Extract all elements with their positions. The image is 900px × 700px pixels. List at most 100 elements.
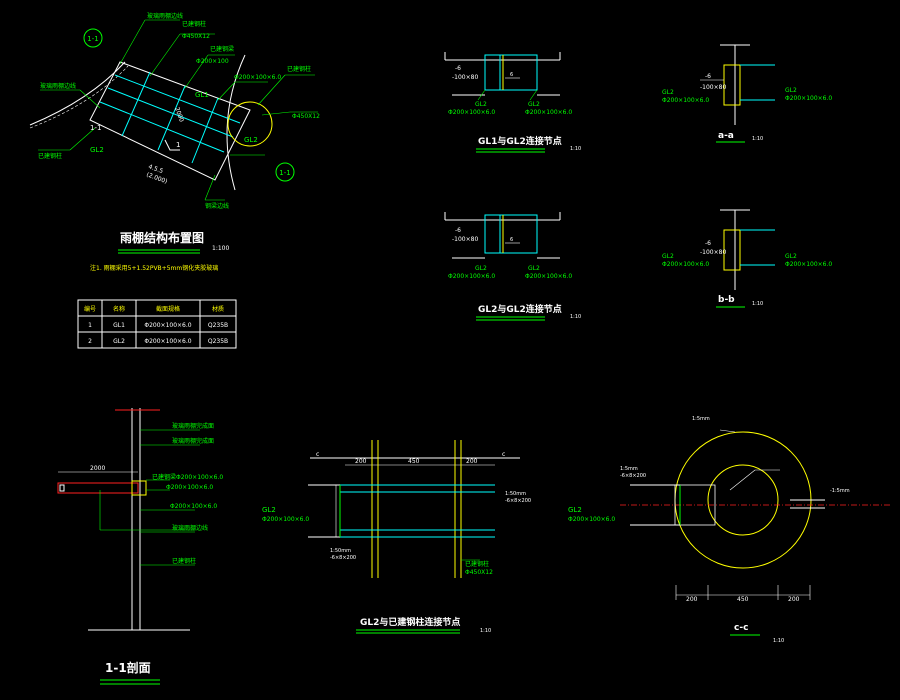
s11-label-e: Φ200×100×6.0 (170, 503, 217, 510)
plan-label-12: 玻璃雨棚边线 (40, 82, 76, 90)
detail2-gl2-right: GL2 (528, 265, 540, 272)
s11-label-g: 已建钢柱 (172, 557, 196, 565)
cd-title: GL2与已建钢柱连接节点 (360, 616, 460, 628)
grid-bubble-top (83, 28, 103, 48)
detail2-title: GL2与GL2连接节点 (478, 303, 562, 315)
cc-title: c-c (734, 623, 748, 633)
section-cc: 1:5mm GL2 Φ200×100×6.0 1:5mm -6×8×200 -1… (568, 416, 890, 644)
cc-dim-mid: 450 (737, 596, 749, 603)
table-cell-1-3: Q235B (208, 338, 228, 345)
s11-label-d: Φ200×100×6.0 (166, 484, 213, 491)
cd-n2: -6×8×200 (505, 498, 531, 504)
detail2-gl2-right-sec: Φ200×100×6.0 (525, 273, 572, 280)
cd-gl2: GL2 (262, 506, 276, 514)
cd-n4: -6×8×200 (330, 555, 356, 561)
plan-dim-2000: 2000 (173, 106, 185, 123)
plan-label-1: 玻璃雨棚边线 (147, 12, 183, 20)
plan-section-mark-text: 1 (176, 141, 180, 149)
cd-n5: 已建钢柱 (465, 560, 489, 568)
plan-scale: 1:100 (212, 245, 229, 252)
table-header-0: 编号 (84, 305, 96, 313)
detail2-beam (484, 214, 538, 254)
table-cell-0-1: GL1 (113, 322, 125, 329)
bb-gl2-sec: Φ200×100×6.0 (662, 261, 709, 268)
cc-gl2: GL2 (568, 506, 582, 514)
plan-label-5: Φ200×100 (196, 58, 229, 65)
plan-note: 注1. 雨棚采用5+1.52PVB+5mm钢化夹胶玻璃 (90, 264, 218, 272)
plan-view: 1-1 1-1 1 玻璃雨棚边线 已建钢柱 Φ450X12 已建钢梁 Φ200×… (29, 12, 320, 272)
detail1-gl2-right-sec: Φ200×100×6.0 (525, 109, 572, 116)
plan-label-7: 已建钢柱 (287, 65, 311, 73)
plan-beam-1 (114, 74, 241, 124)
plan-edge-curve-3 (226, 54, 246, 191)
plan-beam-5 (157, 85, 186, 151)
detail1-weld: 6 (510, 72, 513, 78)
plan-label-13: 已建钢柱 (38, 152, 62, 160)
detail1-gl2-left-sec: Φ200×100×6.0 (448, 109, 495, 116)
s11-label-f: 玻璃雨棚边线 (172, 524, 208, 532)
table-header-3: 材质 (212, 305, 224, 313)
s11-label-a: 玻璃雨棚完成面 (172, 422, 214, 430)
cc-n1: 1:5mm (620, 466, 638, 472)
plan-dim-bottom: 4.5.5 (147, 163, 164, 175)
plan-label-6: Φ200×100×6.0 (234, 74, 281, 81)
cc-top-note: 1:5mm (692, 416, 710, 422)
cd-dim-left: 200 (355, 458, 367, 465)
detail2-scale: 1:10 (570, 314, 581, 320)
section-11: 2000 玻璃雨棚完成面 玻璃雨棚完成面 已建钢梁Φ200×100×6.0 Φ2… (57, 408, 223, 685)
plan-column-circle (227, 101, 273, 147)
aa-gl2-right: GL2 (785, 87, 797, 94)
bb-gl2-right: GL2 (785, 253, 797, 260)
s11-title: 1-1剖面 (105, 660, 151, 675)
detail1-title: GL1与GL2连接节点 (478, 135, 562, 147)
grid-bubble-top-text: 1-1 (87, 35, 98, 43)
bb-gl2: GL2 (662, 253, 674, 260)
cd-n1: 1:50mm (505, 491, 526, 497)
bb-minus6: -6 (705, 240, 711, 247)
detail1-minus6: -6 (455, 65, 461, 72)
section-bb: -6 -100×80 GL2 Φ200×100×6.0 GL2 Φ200×100… (662, 209, 832, 308)
section-aa: -6 -100×80 GL2 Φ200×100×6.0 GL2 Φ200×100… (662, 44, 832, 143)
plan-dim-bottom2: (2.000) (145, 171, 168, 185)
plan-label-10: GL1 (195, 91, 209, 99)
cc-inner-circle (707, 464, 779, 536)
detail2-gl2-left: GL2 (475, 265, 487, 272)
table-cell-0-3: Q235B (208, 322, 228, 329)
cd-mark-right: c (502, 451, 505, 458)
cc-scale: 1:10 (773, 638, 784, 644)
aa-gl2-sec: Φ200×100×6.0 (662, 97, 709, 104)
table-cell-1-2: Φ200×100×6.0 (144, 338, 191, 345)
bb-plate: -100×80 (700, 249, 726, 256)
column-detail: 200 450 200 c c GL2 Φ200×100×6.0 1:50mm … (262, 440, 531, 634)
plan-label-9: GL2 (244, 136, 258, 144)
detail1-beam (484, 54, 538, 91)
cd-scale: 1:10 (480, 628, 491, 634)
aa-gl2-right-sec: Φ200×100×6.0 (785, 95, 832, 102)
table-cell-0-2: Φ200×100×6.0 (144, 322, 191, 329)
bb-title: b-b (718, 295, 735, 305)
detail2-gl2-left-sec: Φ200×100×6.0 (448, 273, 495, 280)
plan-beam-4 (121, 71, 151, 137)
plan-section-mark (164, 139, 180, 151)
cd-n6: Φ450X12 (465, 569, 493, 576)
table-border (77, 299, 237, 349)
cc-gl2-sec: Φ200×100×6.0 (568, 516, 615, 523)
cd-n3: 1:50mm (330, 548, 351, 554)
bb-scale: 1:10 (752, 301, 763, 307)
cd-dim-right: 200 (466, 458, 478, 465)
detail1-plate: -100×80 (452, 74, 478, 81)
table-cell-1-0: 2 (88, 338, 92, 345)
plan-title: 雨棚结构布置图 (120, 230, 204, 245)
table-cell-0-0: 1 (88, 322, 92, 329)
table-cell-1-1: GL2 (113, 338, 125, 345)
table-header-2: 截面规格 (156, 305, 180, 313)
member-table: 编号 名称 截面规格 材质 1 GL1 Φ200×100×6.0 Q235B 2… (77, 299, 237, 349)
bb-gl2-right-sec: Φ200×100×6.0 (785, 261, 832, 268)
detail2-minus6: -6 (455, 227, 461, 234)
plan-leaders (38, 19, 318, 201)
detail1-scale: 1:10 (570, 146, 581, 152)
plan-label-4: 已建钢梁 (210, 45, 234, 53)
plan-label-14: GL2 (90, 146, 104, 154)
plan-label-2: 已建钢柱 (182, 20, 206, 28)
plan-canopy-outline (89, 61, 251, 181)
